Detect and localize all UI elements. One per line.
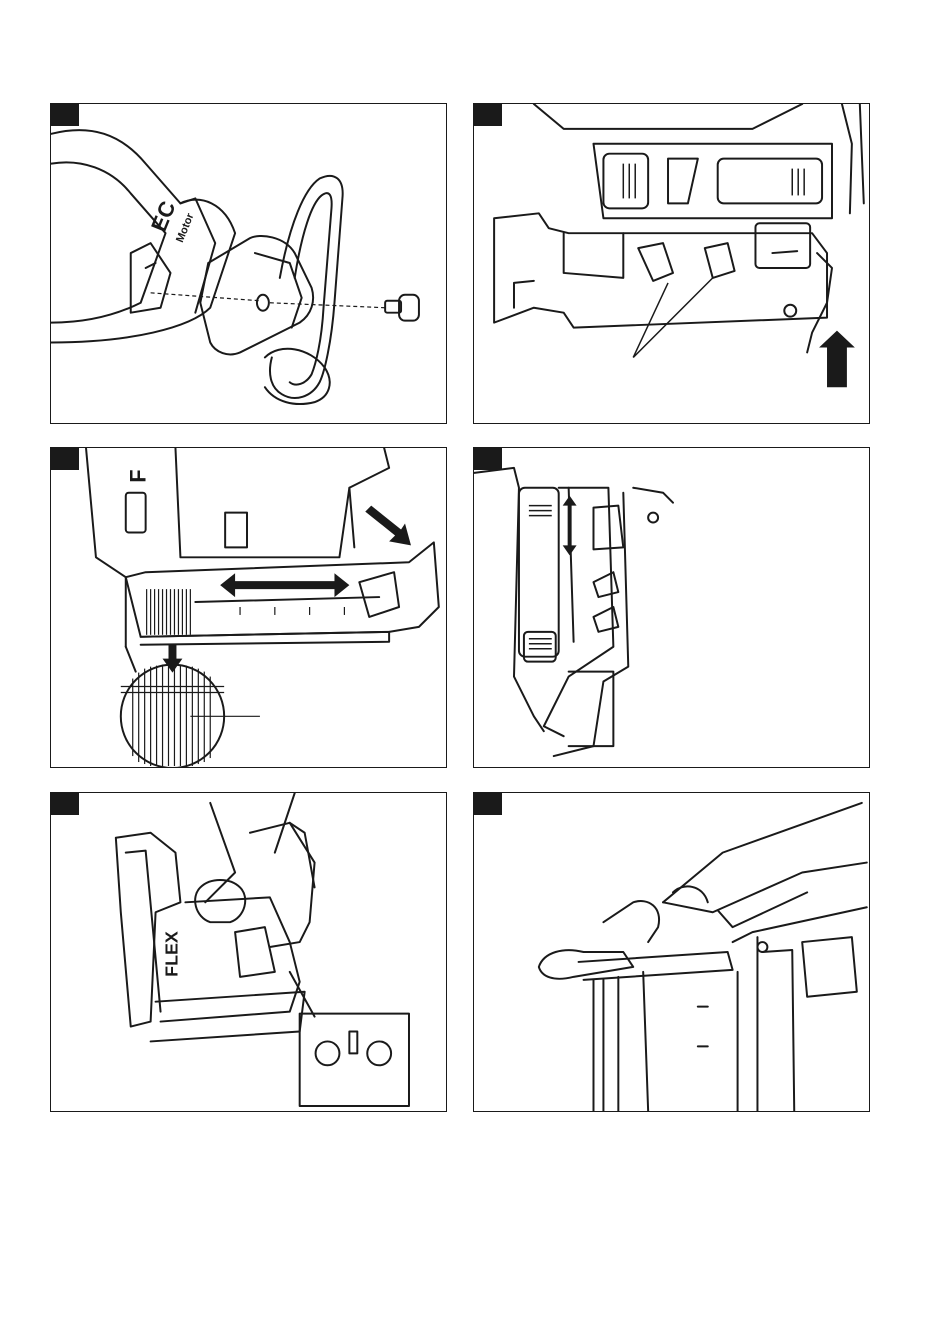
- flex-brand-label: FLEX: [161, 931, 181, 977]
- figure-number-tab: [51, 793, 79, 815]
- figure-number-tab: [51, 104, 79, 126]
- tool-operation-drawing: FLEX: [51, 793, 446, 1111]
- figure-panel-5: FLEX: [50, 792, 447, 1112]
- motor-label: Motor: [174, 211, 197, 244]
- figure-number-tab: [474, 793, 502, 815]
- figure-number-tab: [474, 104, 502, 126]
- figure-panel-2: [473, 103, 870, 424]
- magazine-release-drawing: [474, 104, 869, 423]
- figure-number-tab: [474, 448, 502, 470]
- hook-attachment-drawing: EC Motor: [51, 104, 446, 423]
- figure-panel-4: [473, 447, 870, 768]
- figure-number-tab: [51, 448, 79, 470]
- flex-brand-label: F: [126, 469, 151, 482]
- nose-closeup-drawing: [474, 793, 869, 1111]
- magazine-loading-drawing: F: [51, 448, 446, 767]
- figure-panel-1: EC Motor: [50, 103, 447, 424]
- depth-adjustment-drawing: [474, 448, 869, 767]
- figure-panel-6: [473, 792, 870, 1112]
- figure-panel-3: F: [50, 447, 447, 768]
- ec-label: EC: [146, 197, 181, 235]
